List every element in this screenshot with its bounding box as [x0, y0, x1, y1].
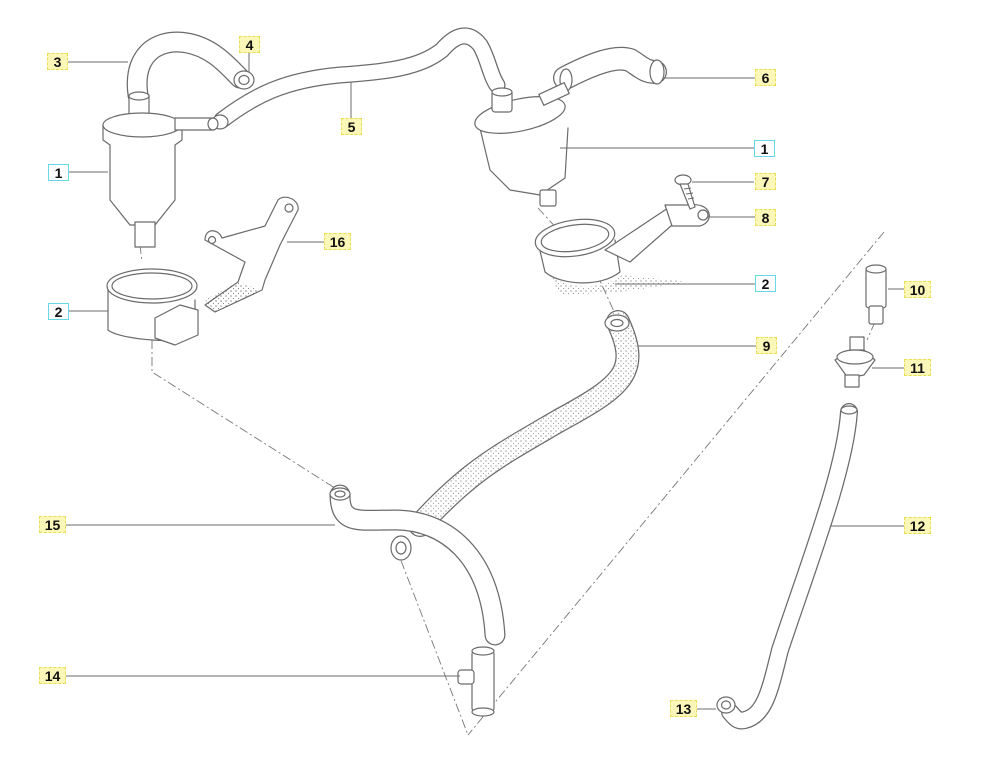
callout-8: 8	[755, 209, 776, 226]
hose-6	[553, 46, 667, 92]
clamp-4	[233, 70, 255, 90]
valve-11	[834, 336, 876, 388]
t-fitting-14	[457, 646, 495, 717]
callout-9: 9	[756, 337, 777, 354]
hose-15	[329, 484, 506, 646]
hose-12	[721, 403, 858, 730]
callout-1-right: 1	[754, 140, 775, 157]
arm-8	[604, 204, 710, 263]
callout-2-left: 2	[48, 303, 69, 320]
clamp-13	[716, 696, 736, 714]
callout-16: 16	[324, 233, 351, 250]
callout-3: 3	[47, 53, 68, 70]
filter-1-right	[474, 82, 570, 207]
leader-lines	[66, 53, 906, 710]
screw-7	[674, 174, 696, 210]
callout-5: 5	[341, 118, 362, 135]
callout-15: 15	[39, 516, 66, 533]
fitting-10	[865, 264, 887, 325]
callout-1-left: 1	[48, 164, 69, 181]
callout-13: 13	[670, 700, 697, 717]
bracket-16	[204, 196, 299, 313]
callout-12: 12	[904, 517, 931, 534]
callout-7: 7	[755, 173, 776, 190]
bracket-2-left	[106, 268, 199, 346]
hose-3	[126, 31, 251, 106]
filter-1-left	[102, 91, 219, 248]
callout-10: 10	[904, 281, 931, 298]
assembly-centerlines	[139, 207, 885, 736]
callout-11: 11	[904, 359, 931, 376]
callout-14: 14	[39, 667, 66, 684]
bracket-2-right	[534, 218, 690, 295]
callout-6: 6	[755, 69, 776, 86]
callout-2-right: 2	[755, 275, 776, 292]
hose-9	[408, 310, 640, 537]
callout-4: 4	[239, 36, 260, 53]
